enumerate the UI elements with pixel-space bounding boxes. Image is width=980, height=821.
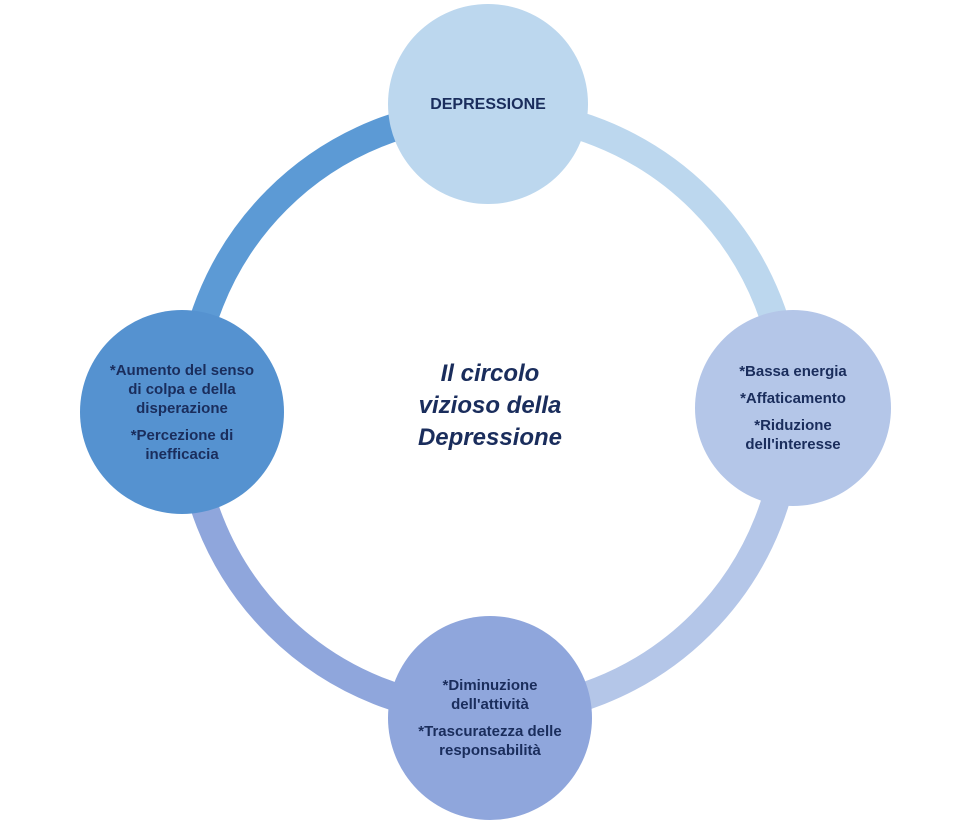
node-bottom-line-1: *Diminuzione dell'attività [442,677,538,713]
node-right-line-1: *Bassa energia [739,363,847,380]
node-depressione: DEPRESSIONE [388,4,588,204]
node-bottom-line-2: *Trascuratezza delle responsabilità [418,723,562,759]
node-left-line-2: *Percezione di inefficacia [130,426,234,463]
node-bassa-energia: *Bassa energia *Affaticamento *Riduzione… [695,310,891,506]
node-top-line-1: DEPRESSIONE [430,95,546,113]
node-left-line-1: *Aumento del senso di colpa e della disp… [109,361,255,417]
node-diminuzione-attivita: *Diminuzione dell'attività *Trascuratezz… [388,616,592,820]
node-right-line-3: *Riduzione dell'interesse [745,417,841,453]
center-title: Il circolo vizioso della Depressione [417,360,563,451]
node-senso-di-colpa: *Aumento del senso di colpa e della disp… [80,310,284,514]
node-right-line-2: *Affaticamento [740,390,846,407]
